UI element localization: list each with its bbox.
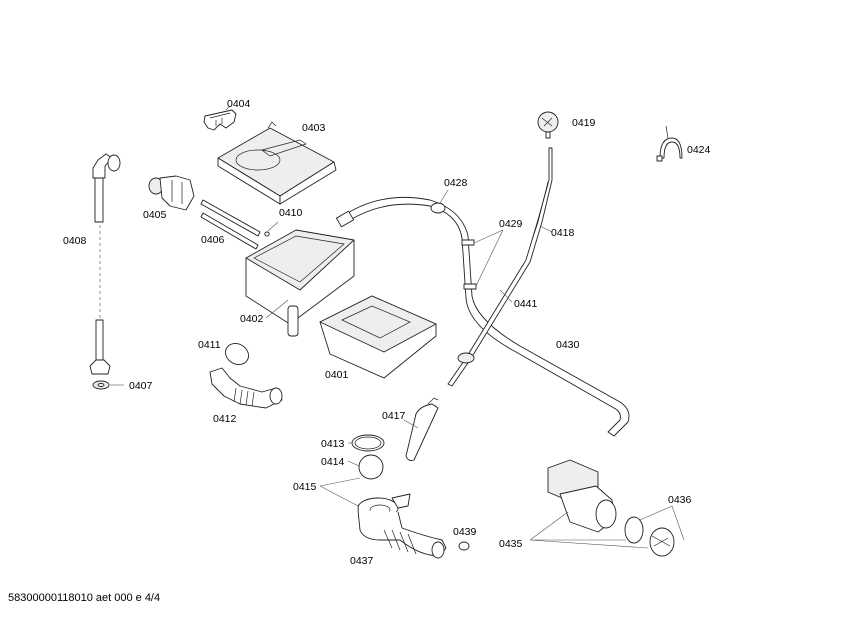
label-0412: 0412 xyxy=(213,413,237,425)
label-0417: 0417 xyxy=(382,410,406,422)
part-0424-fork[interactable] xyxy=(656,125,683,162)
part-0437-sump-hose[interactable] xyxy=(357,493,447,559)
leader-0415 xyxy=(319,477,361,507)
part-0406-tubes[interactable] xyxy=(200,199,261,250)
leader-0410 xyxy=(267,221,279,232)
leader-0436 xyxy=(639,505,685,541)
leader-0435 xyxy=(529,511,649,549)
label-0424: 0424 xyxy=(687,144,711,156)
label-0439: 0439 xyxy=(453,526,477,538)
part-0407-washer[interactable] xyxy=(92,380,110,390)
leader-0414 xyxy=(347,460,360,467)
label-0410: 0410 xyxy=(279,207,303,219)
label-0419: 0419 xyxy=(572,117,596,129)
label-0413: 0413 xyxy=(321,438,345,450)
label-0414: 0414 xyxy=(321,456,345,468)
part-0412-bellows[interactable] xyxy=(209,367,283,409)
label-0407: 0407 xyxy=(129,380,153,392)
label-0428: 0428 xyxy=(444,177,468,189)
label-0411: 0411 xyxy=(198,339,221,351)
part-0418-0441-tube[interactable] xyxy=(447,147,553,387)
label-0415: 0415 xyxy=(293,481,317,493)
leader-0428 xyxy=(439,189,449,204)
label-0437: 0437 xyxy=(350,555,374,567)
part-0414-ball[interactable] xyxy=(358,454,384,480)
part-0439-clamp[interactable] xyxy=(458,541,470,551)
label-0435: 0435 xyxy=(499,538,523,550)
part-0408-lower[interactable] xyxy=(89,319,111,375)
part-0429-clamp-b[interactable] xyxy=(463,283,477,290)
part-0411-ring[interactable] xyxy=(222,339,253,368)
part-0410-oring[interactable] xyxy=(264,231,270,237)
leader-0418 xyxy=(539,225,553,233)
part-0401-drawer[interactable] xyxy=(319,295,437,379)
part-0402-dispenser-housing[interactable] xyxy=(245,229,355,337)
label-0401: 0401 xyxy=(325,369,349,381)
label-0430: 0430 xyxy=(556,339,580,351)
label-0418: 0418 xyxy=(551,227,575,239)
part-0408-hose[interactable] xyxy=(92,153,121,223)
leader-0429 xyxy=(473,229,504,287)
label-0404: 0404 xyxy=(227,98,251,110)
leader-0404 xyxy=(225,105,231,111)
part-0417-pipe[interactable] xyxy=(405,397,439,461)
leader-0441 xyxy=(499,289,513,303)
part-0404-bracket[interactable] xyxy=(203,109,237,131)
part-0403-cover[interactable] xyxy=(217,121,337,205)
label-0402: 0402 xyxy=(240,313,264,325)
leader-0417 xyxy=(403,419,419,429)
leader-0402 xyxy=(265,299,289,319)
footer-document-id: 58300000118010 aet 000 e 4/4 xyxy=(8,592,161,604)
part-0413-ring[interactable] xyxy=(351,434,385,452)
part-0428-clip[interactable] xyxy=(430,202,446,214)
part-0436-seal[interactable] xyxy=(624,516,644,544)
part-0419-pressure-switch[interactable] xyxy=(537,111,559,139)
part-0436-filter[interactable] xyxy=(649,527,675,557)
part-0413-ring-inner xyxy=(354,436,382,450)
label-0408: 0408 xyxy=(63,235,87,247)
part-0405-valve[interactable] xyxy=(148,175,195,211)
label-0406: 0406 xyxy=(201,234,225,246)
part-0429-clamp-a[interactable] xyxy=(461,239,475,246)
label-0441: 0441 xyxy=(514,298,538,310)
label-0436: 0436 xyxy=(668,494,692,506)
label-0405: 0405 xyxy=(143,209,167,221)
part-0435-pump[interactable] xyxy=(547,459,617,533)
label-0429: 0429 xyxy=(499,218,523,230)
label-0403: 0403 xyxy=(302,122,326,134)
